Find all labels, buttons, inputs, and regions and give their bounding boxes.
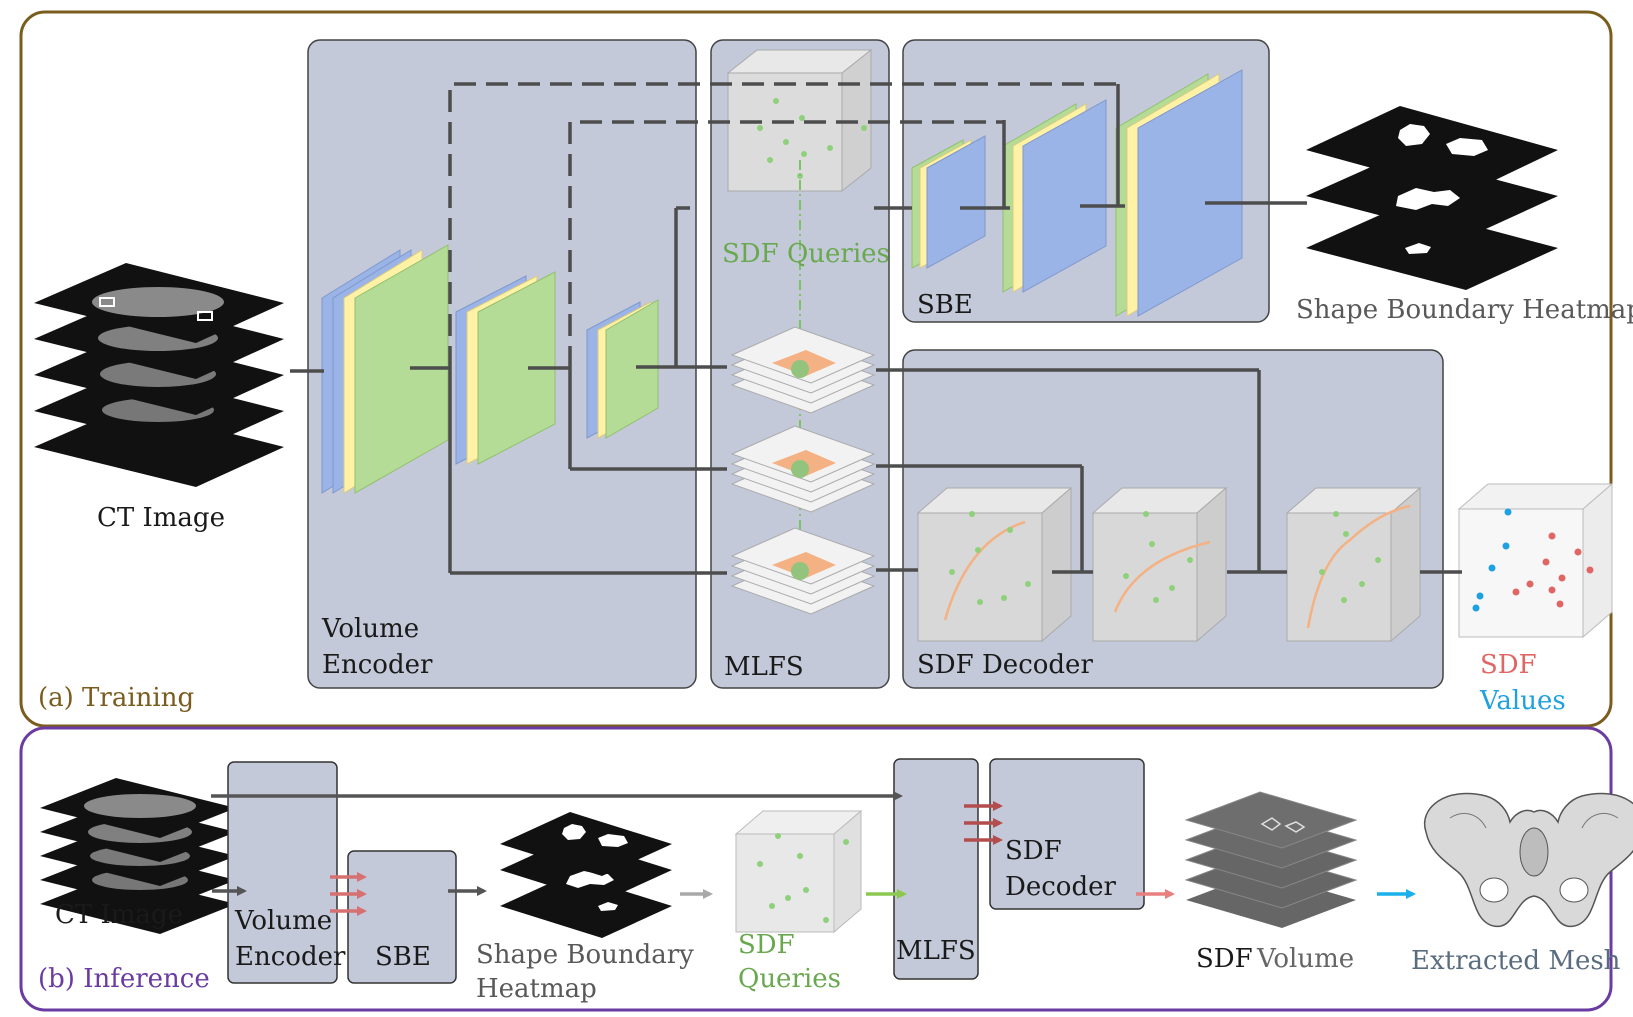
encoder-feature-map-2 xyxy=(455,271,556,465)
ct-image-label: CT Image xyxy=(97,503,225,533)
shape-boundary-heatmap-label: Shape Boundary Heatmap xyxy=(1296,295,1633,325)
mlfs-label: MLFS xyxy=(724,652,804,682)
training-label: (a) Training xyxy=(38,683,194,713)
inference-heatmap-stack-icon xyxy=(500,812,672,938)
training-frame xyxy=(19,10,1613,728)
inference-ct-image-label: CT Image xyxy=(55,900,183,930)
mlfs-feature-stack-1 xyxy=(730,326,876,414)
training-connectors xyxy=(290,84,1462,575)
inference-heatmap-label-line1: Shape Boundary xyxy=(476,940,694,970)
inference-heatmap-label-line2: Heatmap xyxy=(476,974,597,1004)
inference-queries-label-line2: Queries xyxy=(738,964,841,994)
sdf-volume-icon xyxy=(1184,791,1358,928)
inference-volume-encoder-block xyxy=(227,761,338,984)
inference-volume-encoder-label-line1: Volume xyxy=(234,906,332,936)
sdf-values-label-values: Values xyxy=(1479,686,1566,716)
encoder-feature-map-3 xyxy=(586,299,659,439)
inference-sdf-decoder-block xyxy=(989,758,1145,910)
inference-queries-label-line1: SDF xyxy=(738,930,795,960)
inference-mlfs-block xyxy=(893,758,979,980)
inference-sbe-label: SBE xyxy=(375,942,431,972)
training-skip-dashes xyxy=(448,82,1118,368)
encoder-feature-map-1 xyxy=(321,244,449,494)
sbe-label: SBE xyxy=(917,290,973,320)
sdf-values-label-sdf: SDF xyxy=(1480,650,1537,680)
inference-arrows xyxy=(211,791,1416,916)
sbe-feature-map-3 xyxy=(1115,69,1243,317)
volume-encoder-label-line2: Encoder xyxy=(322,650,433,680)
inference-query-cube-icon xyxy=(734,809,863,934)
sbe-feature-map-2 xyxy=(1002,99,1107,293)
inference-sbe-block xyxy=(347,850,457,984)
inference-sdf-decoder-label-line1: SDF xyxy=(1005,836,1062,866)
heatmap-stack-icon xyxy=(1306,106,1558,290)
sdf-queries-label: SDF Queries xyxy=(722,239,890,269)
inference-label: (b) Inference xyxy=(38,964,210,994)
mlfs-feature-stack-3 xyxy=(730,527,876,615)
sdf-decoder-label: SDF Decoder xyxy=(917,650,1093,680)
mlfs-feature-stack-2 xyxy=(730,425,876,513)
ct-slice-stack-icon xyxy=(34,263,284,487)
decoder-cube-3 xyxy=(1285,486,1422,643)
decoder-cube-2 xyxy=(1091,486,1228,643)
decoder-cube-1 xyxy=(916,486,1073,643)
sbe-feature-map-1 xyxy=(911,135,986,269)
inference-ct-slice-stack-icon xyxy=(40,778,236,934)
pelvis-mesh-icon xyxy=(1423,792,1633,928)
inference-volume-encoder-label-line2: Encoder xyxy=(235,942,346,972)
sdf-volume-label-volume: Volume xyxy=(1256,944,1354,974)
sdf-values-cube-icon xyxy=(1457,482,1614,639)
extracted-mesh-label: Extracted Mesh xyxy=(1411,946,1621,976)
sdf-volume-label-sdf: SDF xyxy=(1196,944,1253,974)
inference-sdf-decoder-label-line2: Decoder xyxy=(1005,872,1116,902)
volume-encoder-label-line1: Volume xyxy=(321,614,419,644)
inference-mlfs-label: MLFS xyxy=(896,936,976,966)
